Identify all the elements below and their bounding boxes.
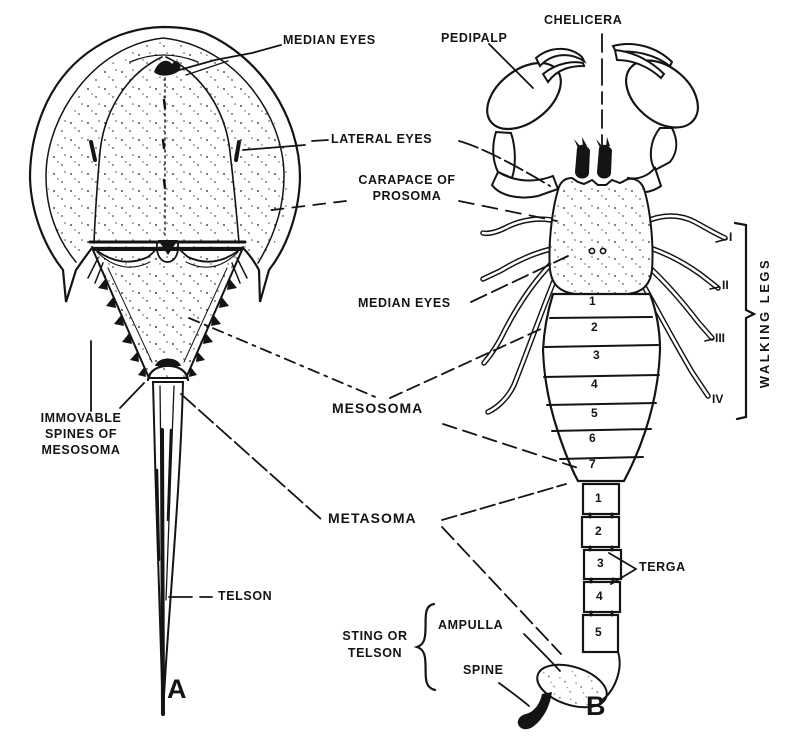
metasoma-seg-1: 1 <box>595 491 602 505</box>
panel-label-b: B <box>586 691 606 721</box>
leader-median-eyes-b <box>470 255 569 303</box>
scorpion-median-eye-left <box>588 247 596 255</box>
sting-brace <box>413 602 437 692</box>
crab-lateral-eye-left <box>89 140 97 162</box>
leader-ampulla <box>523 633 561 672</box>
leg-numeral-3: III <box>715 331 726 345</box>
label-median-eyes-b: MEDIAN EYES <box>358 296 451 310</box>
scorpion-sting <box>517 692 552 730</box>
mesosoma-seg-7: 7 <box>589 457 596 471</box>
label-carapace-line2: PROSOMA <box>372 189 442 203</box>
label-sting-or-telson: STING OR TELSON <box>334 628 416 662</box>
scorpion-mesosoma-dividers <box>543 316 660 460</box>
label-chelicera: CHELICERA <box>544 13 623 27</box>
label-sting-line2: TELSON <box>347 646 403 660</box>
leg-numeral-4: IV <box>712 392 724 406</box>
mesosoma-seg-2: 2 <box>591 320 598 334</box>
leader-spine <box>498 682 530 707</box>
scorpion-median-eye-right <box>599 247 607 255</box>
leader-metasoma-lower <box>441 526 562 655</box>
mesosoma-seg-6: 6 <box>589 431 596 445</box>
leader-terga <box>608 552 637 585</box>
crab-inner-rim <box>45 37 285 264</box>
scorpion-metasoma <box>580 482 623 654</box>
scorpion-left-pedipalp <box>486 47 587 199</box>
leader-mesosoma-upper <box>389 327 544 399</box>
scorpion-chelicerae <box>574 137 612 179</box>
leg-numeral-2: II <box>722 278 729 292</box>
label-terga: TERGA <box>639 560 686 574</box>
horseshoe-crab-drawing <box>28 25 302 717</box>
mesosoma-seg-3: 3 <box>593 348 600 362</box>
leader-lateral-eyes-right <box>458 140 551 187</box>
label-immovable-line1: IMMOVABLE <box>40 411 122 425</box>
leader-mesosoma-crab <box>188 317 381 400</box>
scorpion-mesosoma <box>541 292 662 483</box>
mesosoma-seg-1: 1 <box>589 294 596 308</box>
label-sting-line1: STING OR <box>342 629 408 643</box>
label-lateral-eyes: LATERAL EYES <box>331 132 433 146</box>
label-spine: SPINE <box>463 663 504 677</box>
label-carapace-of-prosoma: CARAPACE OF PROSOMA <box>348 172 466 204</box>
label-immovable-line3: MESOSOMA <box>41 443 121 457</box>
label-telson-a: TELSON <box>218 589 273 603</box>
crab-marginal-spines <box>98 278 237 377</box>
leg-numeral-1: I <box>729 230 733 244</box>
leader-metasoma-upper <box>441 483 567 521</box>
scorpion-drawing <box>480 42 728 730</box>
label-pedipalp: PEDIPALP <box>441 31 508 45</box>
leader-pedipalp <box>488 43 534 89</box>
leader-carapace-left <box>263 200 347 212</box>
metasoma-seg-4: 4 <box>596 589 603 603</box>
label-immovable-spines: IMMOVABLE SPINES OF MESOSOMA <box>22 410 140 458</box>
leader-metasoma-crab <box>180 393 323 521</box>
crab-right-ridge <box>165 56 240 244</box>
leader-median-eyes-a <box>164 44 282 75</box>
crab-hinge <box>88 240 247 268</box>
leader-mesosoma-lower <box>442 423 582 470</box>
panel-label-a: A <box>167 674 187 704</box>
mesosoma-seg-5: 5 <box>591 406 598 420</box>
walking-legs-bracket <box>733 221 757 421</box>
leader-lateral-eyes-left <box>242 139 329 151</box>
mesosoma-seg-4: 4 <box>591 377 598 391</box>
scorpion-right-pedipalp <box>611 42 699 194</box>
leader-carapace-right <box>458 200 558 222</box>
metasoma-seg-2: 2 <box>595 524 602 538</box>
label-walking-legs: WALKING LEGS <box>757 257 772 389</box>
leader-lines <box>90 33 757 707</box>
crab-left-ridge <box>93 56 163 244</box>
metasoma-seg-5: 5 <box>595 625 602 639</box>
metasoma-seg-3: 3 <box>597 556 604 570</box>
label-metasoma: METASOMA <box>328 510 417 526</box>
label-carapace-line1: CARAPACE OF <box>358 173 456 187</box>
crab-lateral-eye-right <box>234 140 241 162</box>
label-mesosoma: MESOSOMA <box>332 400 424 416</box>
label-ampulla: AMPULLA <box>438 618 504 632</box>
label-median-eyes-a: MEDIAN EYES <box>283 33 376 47</box>
label-immovable-line2: SPINES OF <box>44 427 118 441</box>
leader-immovable-spines <box>90 340 145 412</box>
